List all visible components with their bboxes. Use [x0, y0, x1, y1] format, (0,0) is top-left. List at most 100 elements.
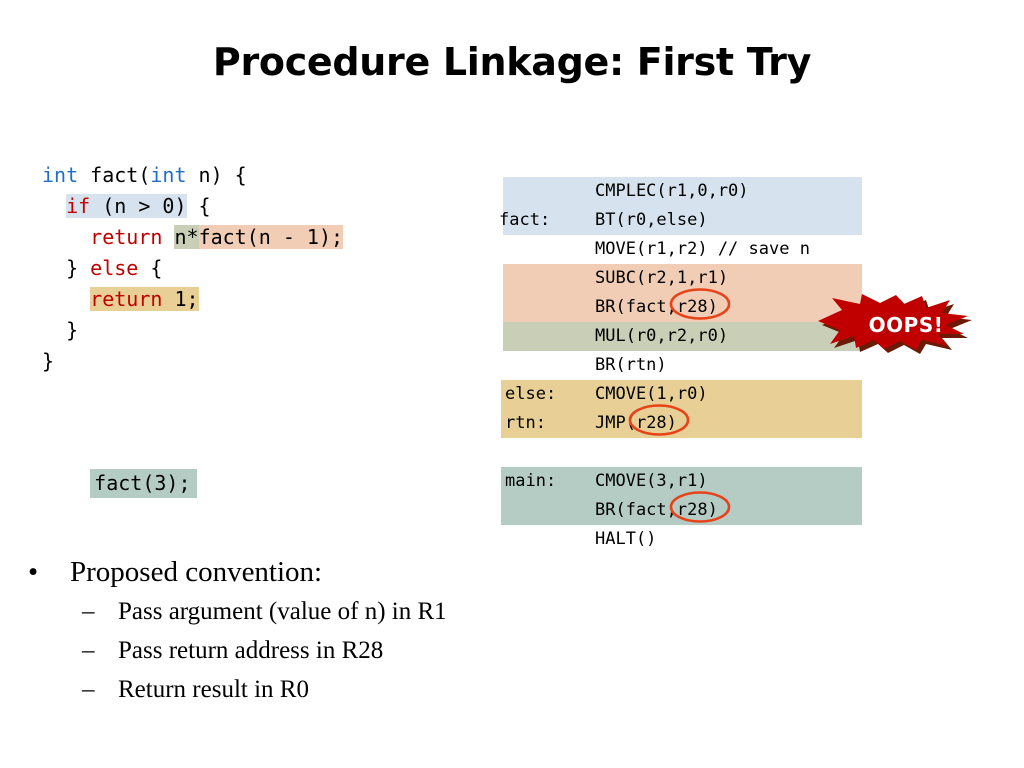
assembly-row-code: JMP( [595, 413, 636, 433]
assembly-row-text: CMPLEC(r1,0,r0) [499, 177, 919, 206]
assembly-highlight-band [501, 380, 862, 409]
c-code-line: } [42, 315, 343, 346]
assembly-row-code: BT(r0,else) [595, 210, 708, 230]
assembly-row-text [499, 438, 919, 467]
oops-label: OOPS! [868, 313, 944, 337]
c-code-segment [42, 287, 90, 311]
bullet-level2-text: Pass return address in R28 [118, 637, 384, 664]
assembly-row-text: rtn: JMP(r28) [499, 404, 919, 438]
page-title: Procedure Linkage: First Try [212, 40, 812, 84]
c-code-segment: int [42, 163, 79, 187]
assembly-row-label: main: [505, 471, 557, 491]
c-code-segment: else [90, 256, 139, 280]
assembly-row: rtn: JMP(r28) [499, 404, 919, 438]
assembly-row-code: HALT() [595, 529, 657, 549]
bullet-marker: – [82, 637, 95, 664]
c-code-segment [42, 225, 90, 249]
assembly-row: SUBC(r2,1,r1) [499, 264, 919, 293]
c-call-statement: fact(3); [42, 437, 197, 530]
c-code-segment: fact(n - 1); [198, 225, 344, 249]
assembly-row-text: SUBC(r2,1,r1) [499, 264, 919, 293]
assembly-row-text: HALT() [499, 525, 919, 554]
assembly-row-label: rtn: [505, 413, 546, 433]
assembly-row-code: CMPLEC(r1,0,r0) [595, 181, 749, 201]
assembly-row-text: BR(fact,r28) [499, 288, 919, 322]
assembly-row-text: BT(r0,else) [499, 206, 919, 235]
c-code-line: int fact(int n) { [42, 160, 343, 191]
c-code-segment: n) { [186, 163, 247, 187]
c-call-text: fact(3); [90, 469, 197, 498]
bullet-level2: –Pass return address in R28 [14, 631, 654, 670]
bullet-level2: –Return result in R0 [14, 670, 654, 709]
assembly-row-label: else: [505, 384, 557, 404]
assembly-highlight-band [503, 177, 862, 206]
assembly-row-code: BR(rtn) [595, 355, 667, 375]
assembly-row: BR(rtn) [499, 351, 919, 380]
c-code-segment [162, 225, 174, 249]
bullet-level2-text: Pass argument (value of n) in R1 [118, 598, 447, 625]
c-code-segment: int [150, 163, 187, 187]
starburst-icon [818, 294, 972, 354]
assembly-row: MOVE(r1,r2) // save n [499, 235, 919, 264]
c-code-segment: } [42, 349, 55, 373]
oops-callout: OOPS! [818, 294, 998, 356]
bullet-level2: –Pass argument (value of n) in R1 [14, 592, 654, 631]
c-source-code: int fact(int n) { if (n > 0) { return n*… [42, 160, 344, 377]
bullet-level2-text: Return result in R0 [118, 676, 309, 703]
c-code-segment: n* [174, 225, 199, 249]
c-code-segment [42, 194, 66, 218]
bullet-marker: • [28, 556, 39, 588]
c-code-segment: return [90, 287, 163, 311]
c-code-segment: fact( [78, 163, 151, 187]
assembly-row-code: BR(fact, [595, 500, 677, 520]
assembly-row: MUL(r0,r2,r0) [499, 322, 919, 351]
assembly-highlight-band [503, 322, 862, 351]
circled-register-annotation: r28 [669, 491, 731, 525]
assembly-row: BR(fact,r28) [499, 288, 919, 322]
assembly-row-text: main:CMOVE(3,r1) [499, 467, 919, 496]
assembly-row-text: BR(fact,r28) [499, 491, 919, 525]
assembly-row: CMPLEC(r1,0,r0) [499, 177, 919, 206]
c-code-segment: } [42, 318, 79, 342]
circled-register-annotation: r28 [628, 404, 690, 438]
bullet-marker: – [82, 676, 95, 703]
assembly-row-code: SUBC(r2,1,r1) [595, 268, 729, 288]
bullet-marker: – [82, 598, 95, 625]
assembly-row: BT(r0,else) [499, 206, 919, 235]
assembly-row: BR(fact,r28) [499, 491, 919, 525]
assembly-row [499, 438, 919, 467]
assembly-row-text: MOVE(r1,r2) // save n [499, 235, 919, 264]
circled-register-text: r28 [676, 297, 708, 317]
bullet-level1: • Proposed convention: [14, 552, 654, 592]
bullet-list: • Proposed convention: –Pass argument (v… [14, 552, 654, 709]
assembly-row-code: MOVE(r1,r2) // save n [595, 239, 810, 259]
assembly-row-code-tail: ) [666, 413, 677, 433]
assembly-heading: fact: [499, 210, 551, 230]
assembly-row-code: BR(fact, [595, 297, 677, 317]
circled-register-text: r28 [676, 500, 708, 520]
c-code-segment: { [186, 194, 211, 218]
sub-bullet-list: –Pass argument (value of n) in R1–Pass r… [14, 592, 654, 709]
c-code-line: } [42, 346, 343, 377]
c-code-line: } else { [42, 253, 343, 284]
assembly-row: HALT() [499, 525, 919, 554]
assembly-highlight-band [501, 467, 862, 496]
c-code-segment: if [66, 194, 91, 218]
assembly-row-code: MUL(r0,r2,r0) [595, 326, 729, 346]
c-code-line: return 1; [42, 284, 343, 315]
assembly-highlight-band [503, 264, 862, 293]
circled-register-text: r28 [635, 413, 667, 433]
assembly-row-code-tail: ) [707, 297, 718, 317]
assembly-row: else:CMOVE(1,r0) [499, 380, 919, 409]
assembly-heading-row: fact: [499, 148, 919, 230]
assembly-row-text: BR(rtn) [499, 351, 919, 380]
c-code-segment: return [90, 225, 163, 249]
c-code-segment: (n > 0) [90, 194, 187, 218]
c-code-segment: { [138, 256, 163, 280]
assembly-row: main:CMOVE(3,r1) [499, 467, 919, 496]
c-code-segment: } [42, 256, 91, 280]
assembly-listing: fact: CMPLEC(r1,0,r0) BT(r0,else) MOVE(r1,… [499, 148, 919, 554]
c-code-line: return n*fact(n - 1); [42, 222, 344, 253]
c-code-segment: 1; [162, 287, 199, 311]
